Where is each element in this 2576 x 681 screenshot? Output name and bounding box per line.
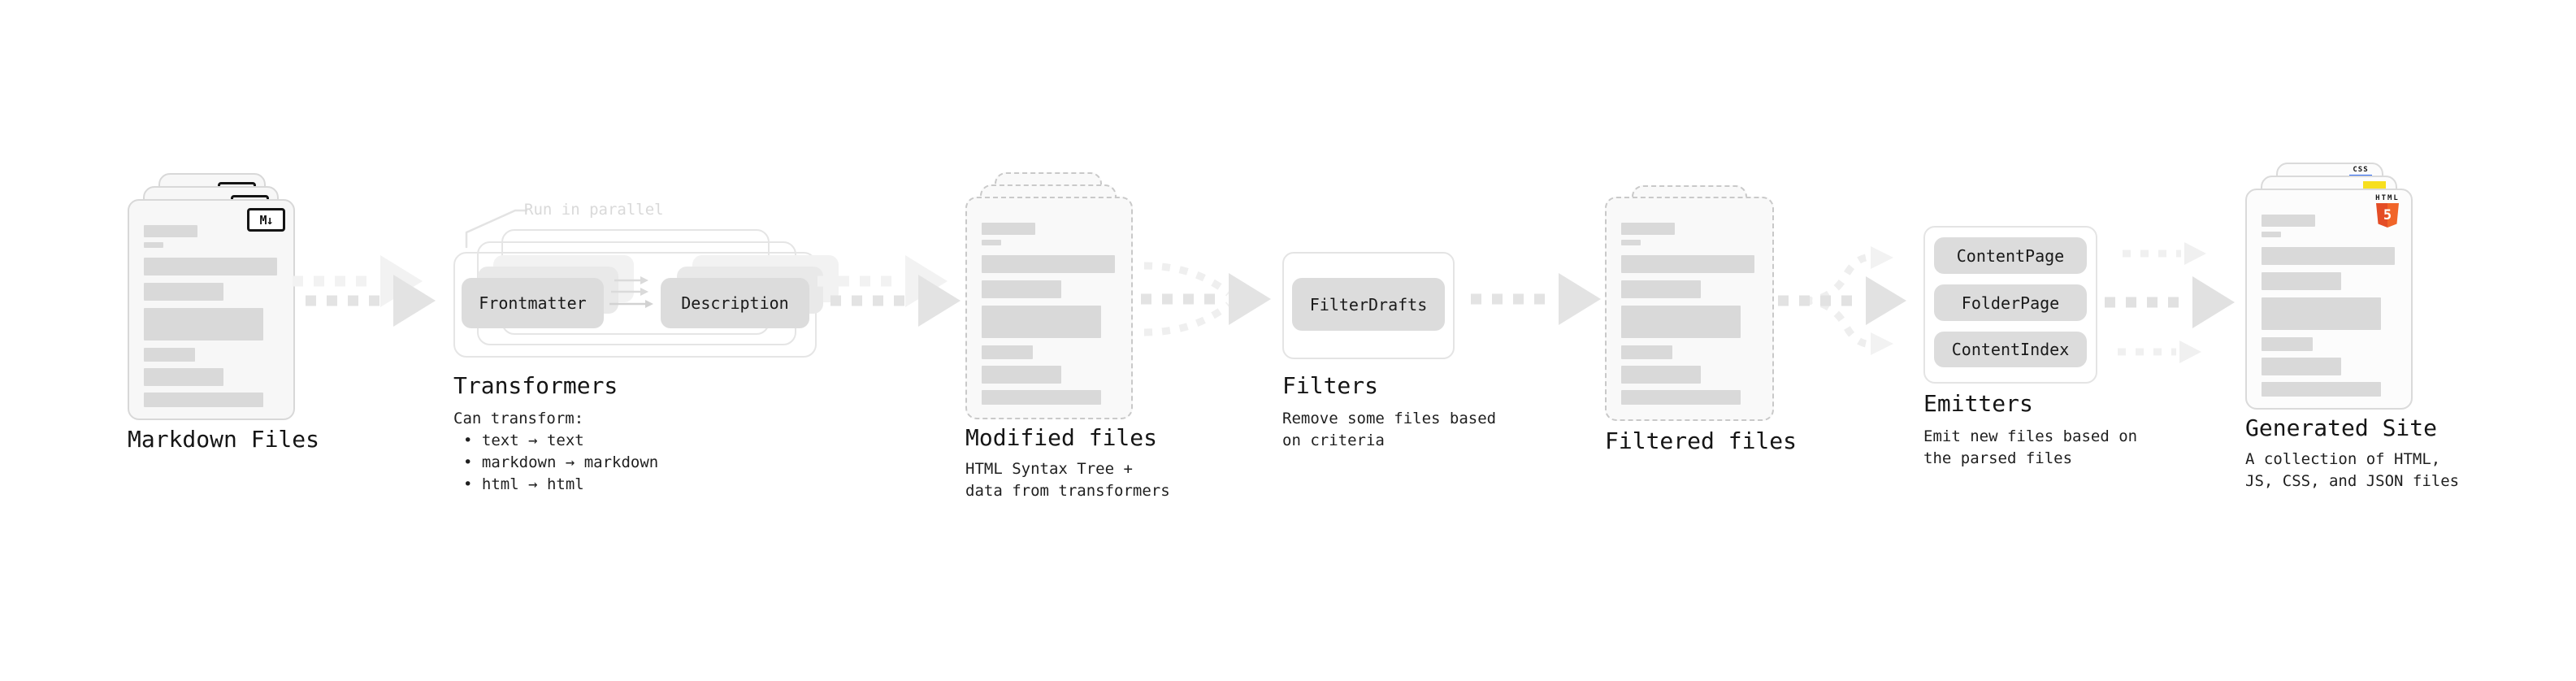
flow-arrow-icon: [827, 268, 965, 333]
doc-content-bar: [982, 366, 1061, 384]
html5-badge-text: HTML: [2375, 194, 2400, 202]
doc-content-bar: [982, 280, 1061, 298]
desc-line: the parsed files: [1923, 449, 2073, 467]
desc-line: HTML Syntax Tree +: [965, 460, 1133, 478]
merge-arrow-icon: [1136, 246, 1282, 352]
desc-line: Remove some files based: [1282, 410, 1497, 427]
doc-content-bar: [144, 308, 263, 340]
fork-arrow-icon: [1776, 236, 1915, 366]
doc-content-bar: [1621, 255, 1754, 273]
doc-content-lines: [1621, 221, 1758, 405]
filterdrafts-plugin-box: FilterDrafts: [1292, 278, 1445, 331]
desc-line: on criteria: [1282, 432, 1385, 449]
markdown-files-label: Markdown Files: [128, 426, 320, 453]
doc-content-bar: [1621, 366, 1701, 384]
emitter-output-arrow-icon: [2101, 270, 2240, 335]
emitter-output-arrow-icon: [2123, 241, 2208, 267]
doc-content-bar: [1621, 240, 1641, 245]
markdown-doc-front: M↓: [128, 199, 295, 420]
contentindex-plugin-box: ContentIndex: [1934, 332, 2087, 367]
emitters-label: Emitters: [1923, 390, 2033, 417]
emitter-output-arrow-icon: [2118, 339, 2203, 365]
doc-content-bar: [982, 306, 1101, 338]
doc-content-bar: [2262, 382, 2381, 397]
desc-line: A collection of HTML,: [2245, 450, 2441, 468]
markdown-icon: M↓: [247, 208, 285, 232]
filtered-doc-front: [1605, 197, 1774, 421]
doc-content-lines: [982, 221, 1117, 405]
parallel-arrows-icon: [608, 273, 658, 312]
site-doc-front: HTML 5: [2245, 189, 2413, 410]
doc-content-bar: [144, 258, 277, 275]
doc-content-bar: [144, 393, 263, 407]
filters-label: Filters: [1282, 372, 1379, 399]
flow-arrow-icon: [1468, 267, 1606, 332]
doc-content-bar: [2262, 215, 2315, 227]
doc-content-bar: [2262, 247, 2395, 265]
doc-content-bar: [144, 348, 195, 362]
modified-files-label: Modified files: [965, 424, 1158, 451]
contentpage-plugin-box: ContentPage: [1934, 237, 2087, 274]
doc-content-bar: [144, 242, 163, 248]
note-leader-line: [455, 197, 536, 254]
desc-line: Emit new files based on: [1923, 427, 2138, 445]
doc-content-bar: [1621, 306, 1741, 338]
desc-line: • html → html: [463, 475, 584, 493]
css-badge-text: CSS: [2353, 166, 2369, 174]
doc-content-lines: [144, 223, 279, 407]
doc-content-bar: [982, 240, 1001, 245]
frontmatter-plugin-box: Frontmatter: [462, 278, 604, 328]
description-plugin-box: Description: [661, 278, 809, 328]
desc-line: JS, CSS, and JSON files: [2245, 472, 2460, 490]
doc-content-bar: [2262, 297, 2381, 330]
desc-line: • text → text: [463, 432, 584, 449]
html5-icon: HTML 5: [2374, 194, 2401, 228]
doc-content-bar: [2262, 337, 2313, 351]
generated-site-description: A collection of HTML, JS, CSS, and JSON …: [2245, 449, 2459, 492]
generated-site-label: Generated Site: [2245, 414, 2438, 441]
doc-content-bar: [1621, 345, 1672, 359]
desc-line: Can transform:: [453, 410, 584, 427]
doc-content-bar: [982, 255, 1115, 273]
doc-content-bar: [2262, 232, 2281, 237]
doc-content-bar: [982, 345, 1033, 359]
doc-content-bar: [2262, 358, 2341, 375]
flow-arrow-icon: [302, 268, 440, 333]
doc-content-bar: [1621, 223, 1675, 235]
desc-line: • markdown → markdown: [463, 453, 659, 471]
doc-content-bar: [144, 225, 197, 237]
doc-content-bar: [2262, 272, 2341, 290]
desc-line: data from transformers: [965, 482, 1170, 500]
run-in-parallel-note: Run in parallel: [524, 201, 664, 219]
modified-doc-front: [965, 197, 1133, 419]
doc-content-lines: [2262, 213, 2396, 397]
doc-content-bar: [982, 223, 1035, 235]
doc-content-bar: [982, 390, 1101, 405]
emitters-description: Emit new files based on the parsed files: [1923, 426, 2137, 470]
transformers-label: Transformers: [453, 372, 618, 399]
folderpage-plugin-box: FolderPage: [1934, 284, 2087, 321]
modified-files-description: HTML Syntax Tree + data from transformer…: [965, 458, 1170, 502]
filters-description: Remove some files based on criteria: [1282, 408, 1496, 452]
doc-content-bar: [144, 368, 223, 386]
doc-content-bar: [144, 283, 223, 301]
filtered-files-label: Filtered files: [1605, 427, 1798, 454]
transformers-description: Can transform: • text → text • markdown …: [453, 408, 658, 496]
html5-shield: 5: [2376, 203, 2399, 228]
doc-content-bar: [1621, 390, 1741, 405]
doc-content-bar: [1621, 280, 1701, 298]
